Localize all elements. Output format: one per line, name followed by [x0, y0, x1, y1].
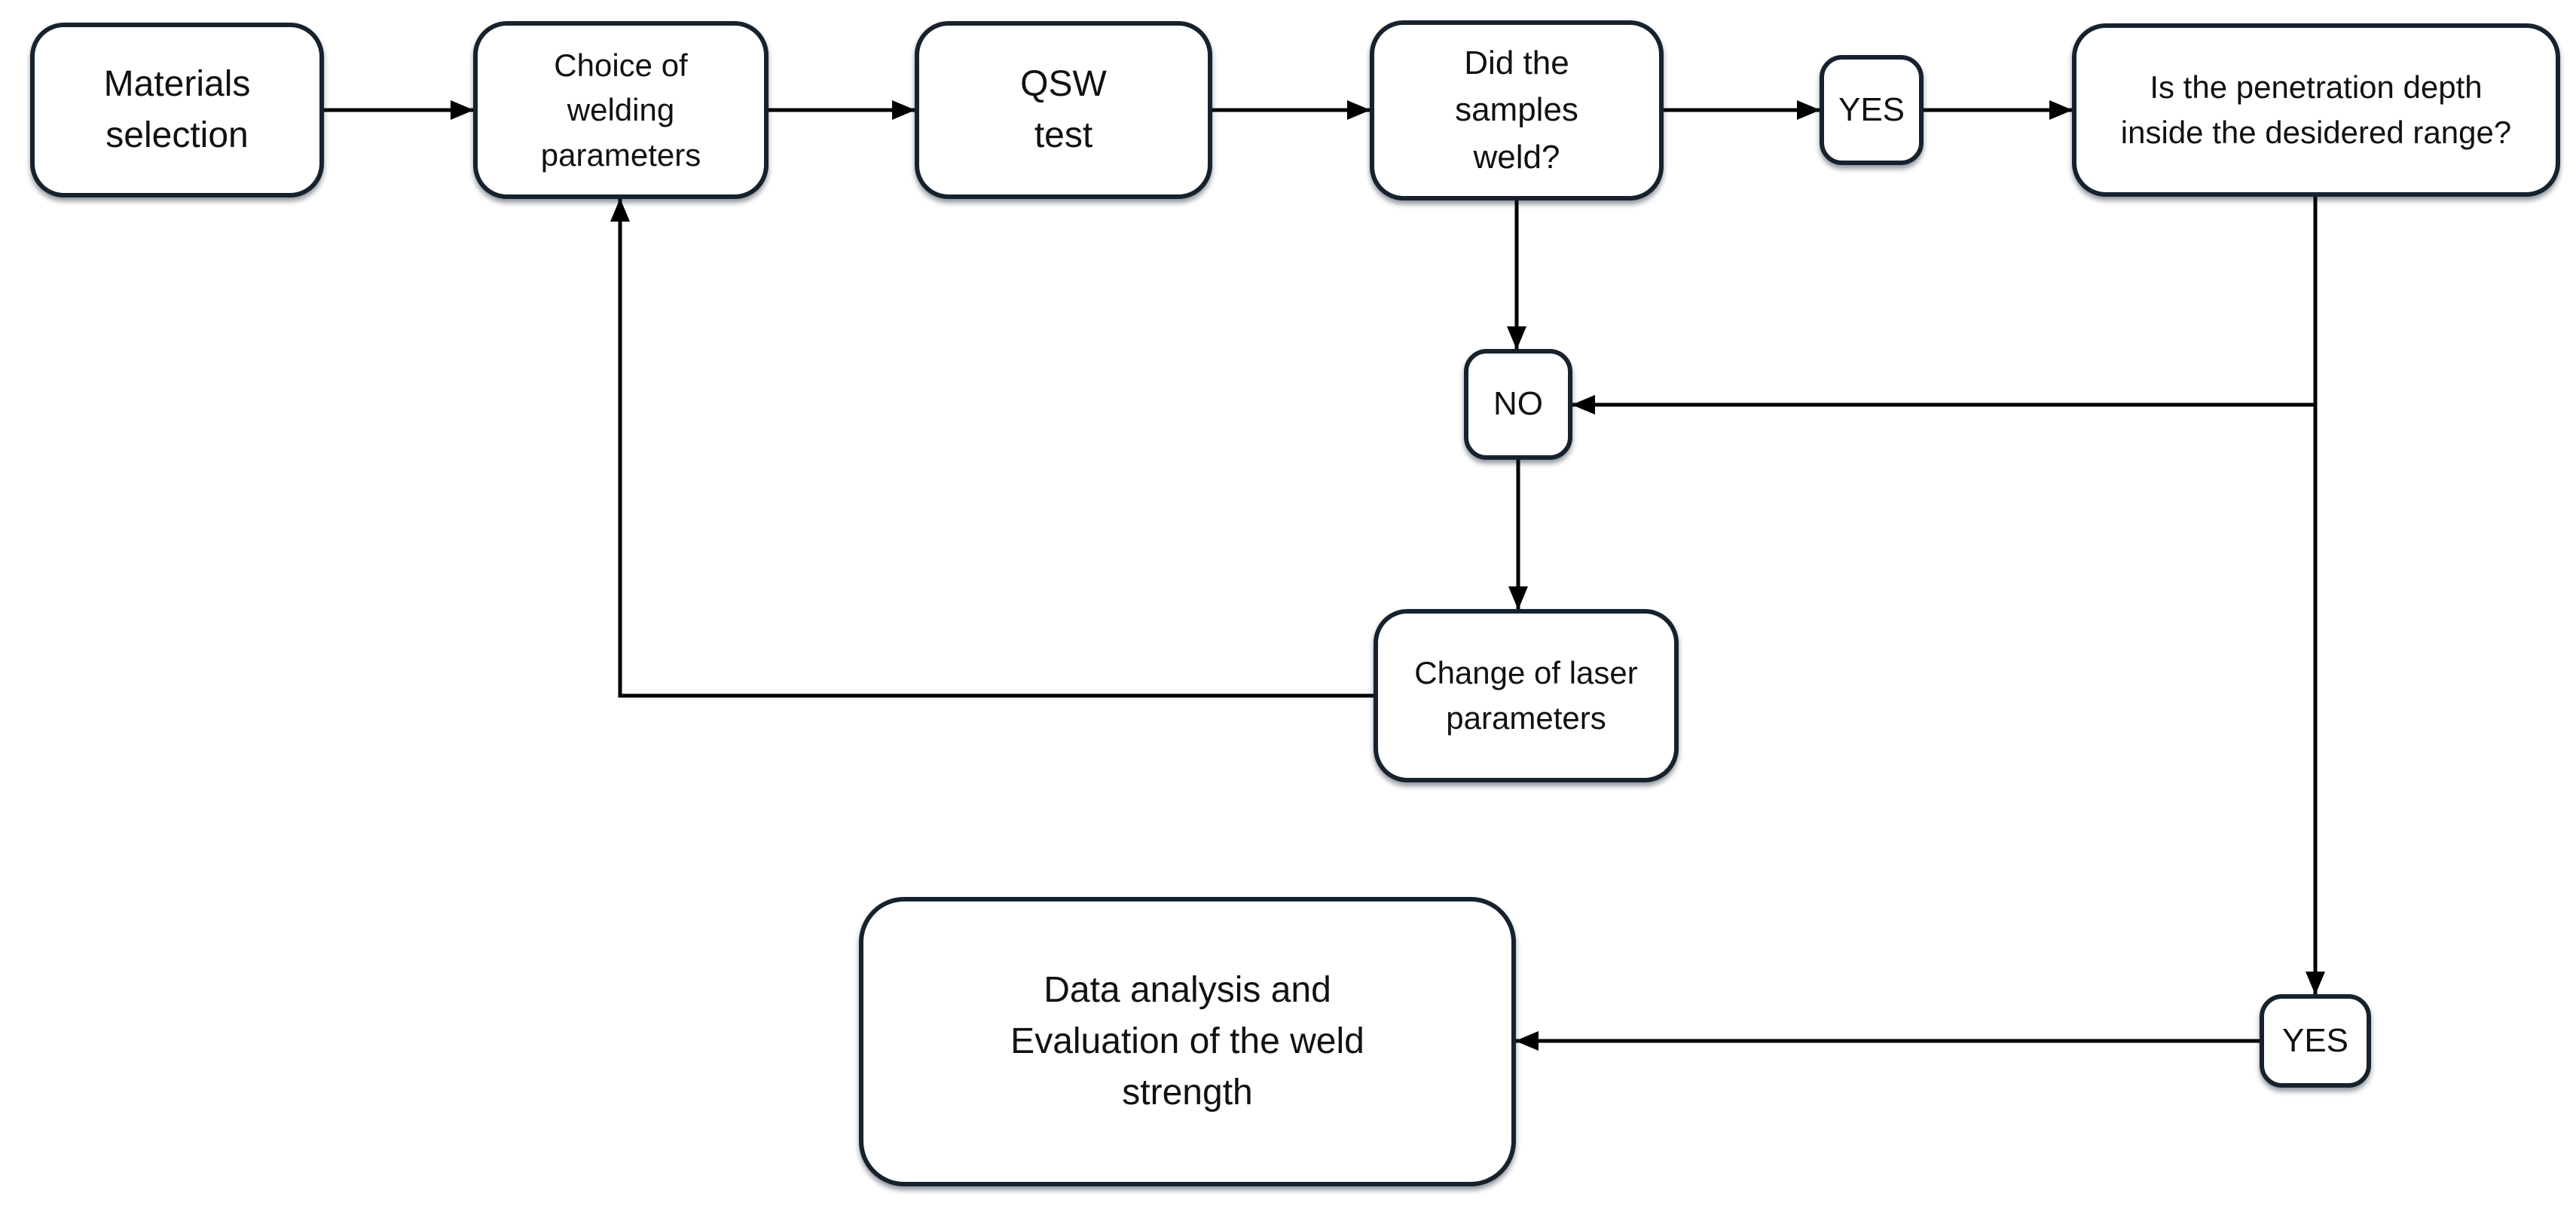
change-of-laser-parameters-label-line: Change of laser — [1414, 655, 1638, 691]
choice-of-welding-parameters-label-line: parameters — [540, 136, 701, 173]
node-no: NO — [1464, 349, 1572, 460]
choice-of-welding-parameters-label-line: Choice of — [554, 47, 688, 83]
did-the-samples-weld-label-line: Did the — [1464, 44, 1569, 81]
node-yes-top: YES — [1820, 55, 1924, 165]
qsw-test-label-line: QSW — [1020, 63, 1107, 104]
materials-selection-label-line: selection — [105, 115, 249, 155]
did-the-samples-weld-label-line: weld? — [1473, 138, 1560, 176]
penetration-depth-question-label-line: Is the penetration depth — [2150, 69, 2483, 106]
penetration-depth-question-label-line: inside the desidered range? — [2120, 115, 2512, 150]
node-did-the-samples-weld: Did the samples weld? — [1370, 20, 1664, 200]
node-materials-selection: Materials selection — [30, 23, 324, 197]
yes-top-label-line: YES — [1838, 90, 1905, 128]
node-penetration-depth-question: Is the penetration depth inside the desid… — [2072, 23, 2560, 197]
materials-selection-label-line: Materials — [103, 63, 251, 104]
change-to-choice-loop-connector — [610, 198, 1374, 698]
data-analysis-label-line: strength — [1122, 1073, 1253, 1113]
no-label-line: NO — [1493, 385, 1543, 423]
node-yes-bottom: YES — [2260, 994, 2371, 1088]
did-the-samples-weld-label-line: samples — [1455, 91, 1578, 129]
node-choice-of-welding-parameters: Choice of welding parameters — [473, 21, 769, 199]
data-analysis-label-line: Data analysis and — [1044, 969, 1331, 1010]
qsw-test-label-line: test — [1034, 115, 1093, 155]
node-qsw-test: QSW test — [915, 21, 1212, 199]
choice-of-welding-parameters-label-line: welding — [567, 92, 675, 128]
change-of-laser-parameters-label-line: parameters — [1446, 700, 1606, 736]
node-change-of-laser-parameters: Change of laser parameters — [1374, 609, 1679, 782]
data-analysis-label-line: Evaluation of the weld — [1010, 1021, 1364, 1061]
yes-bottom-label-line: YES — [2281, 1021, 2349, 1059]
